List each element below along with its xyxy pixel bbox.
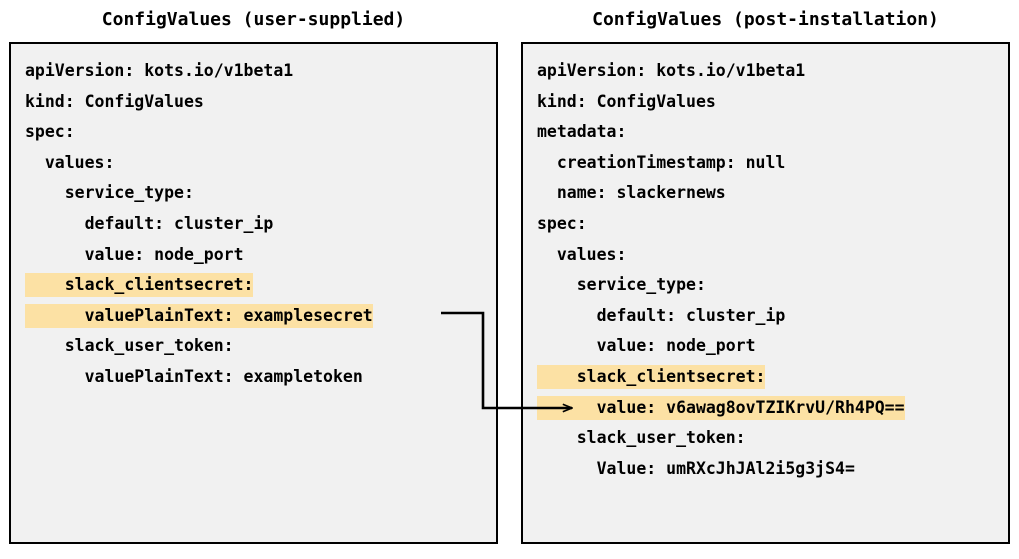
yaml-line: kind: ConfigValues <box>25 87 496 118</box>
panel-title-user-supplied: ConfigValues (user-supplied) <box>101 9 406 30</box>
yaml-line-text: kind: ConfigValues <box>537 91 716 111</box>
yaml-line: Value: umRXcJhJAl2i5g3jS4= <box>537 454 1008 485</box>
yaml-line-highlighted-text: valuePlainText: examplesecret <box>25 303 373 328</box>
yaml-line-text: kind: ConfigValues <box>25 91 204 111</box>
yaml-line-text: slack_user_token: <box>25 336 234 356</box>
yaml-line: name: slackernews <box>537 178 1008 209</box>
yaml-line-text: creationTimestamp: null <box>537 152 786 172</box>
yaml-line: values: <box>537 240 1008 271</box>
yaml-line-text: value: node_port <box>25 244 244 264</box>
yaml-line-highlighted-text: value: v6awag8ovTZIKrvU/Rh4PQ== <box>537 395 905 420</box>
yaml-line: slack_user_token: <box>537 423 1008 454</box>
yaml-line-text: Value: umRXcJhJAl2i5g3jS4= <box>537 458 855 478</box>
yaml-line: service_type: <box>537 270 1008 301</box>
yaml-line-text: apiVersion: kots.io/v1beta1 <box>25 61 294 80</box>
yaml-document-post-installation: apiVersion: kots.io/v1beta1 kind: ConfigV… <box>523 56 1008 484</box>
yaml-line-text: valuePlainText: exampletoken <box>25 366 363 386</box>
yaml-line-text: values: <box>537 244 627 264</box>
yaml-line: valuePlainText: exampletoken <box>25 362 496 393</box>
panel-post-installation: apiVersion: kots.io/v1beta1 kind: ConfigV… <box>521 42 1010 544</box>
yaml-line: apiVersion: kots.io/v1beta1 <box>537 56 1008 87</box>
yaml-line: value: node_port <box>537 331 1008 362</box>
yaml-line-text: service_type: <box>25 183 194 203</box>
yaml-line-text: default: cluster_ip <box>537 305 786 325</box>
yaml-line: slack_user_token: <box>25 331 496 362</box>
yaml-line-text: value: node_port <box>537 336 756 356</box>
yaml-line-text: spec: <box>25 122 75 142</box>
panel-user-supplied: apiVersion: kots.io/v1beta1 kind: ConfigV… <box>9 42 498 544</box>
panel-title-post-installation: ConfigValues (post-installation) <box>592 9 939 30</box>
yaml-line: metadata: <box>537 117 1008 148</box>
yaml-line-text: slack_user_token: <box>537 428 746 448</box>
yaml-line: value: node_port <box>25 240 496 271</box>
yaml-line: spec: <box>25 117 496 148</box>
yaml-line-text: apiVersion: kots.io/v1beta1 <box>537 61 806 80</box>
yaml-line: slack_clientsecret: <box>25 270 496 301</box>
yaml-line-text: spec: <box>537 213 587 233</box>
yaml-line-text: metadata: <box>537 122 627 142</box>
yaml-line-text: name: slackernews <box>537 183 726 203</box>
yaml-line: valuePlainText: examplesecret <box>25 301 496 332</box>
yaml-line: kind: ConfigValues <box>537 87 1008 118</box>
yaml-line-text: service_type: <box>537 275 706 295</box>
yaml-line: default: cluster_ip <box>537 301 1008 332</box>
yaml-line: values: <box>25 148 496 179</box>
yaml-line-highlighted-text: slack_clientsecret: <box>537 364 766 389</box>
yaml-line-text: default: cluster_ip <box>25 213 274 233</box>
yaml-line-highlighted-text: slack_clientsecret: <box>25 273 254 298</box>
yaml-document-user-supplied: apiVersion: kots.io/v1beta1 kind: ConfigV… <box>11 56 496 393</box>
yaml-line: spec: <box>537 209 1008 240</box>
yaml-line: service_type: <box>25 178 496 209</box>
yaml-line: apiVersion: kots.io/v1beta1 <box>25 56 496 87</box>
yaml-line: value: v6awag8ovTZIKrvU/Rh4PQ== <box>537 393 1008 424</box>
yaml-line-text: values: <box>25 152 115 172</box>
yaml-line: slack_clientsecret: <box>537 362 1008 393</box>
yaml-line: default: cluster_ip <box>25 209 496 240</box>
yaml-line: creationTimestamp: null <box>537 148 1008 179</box>
